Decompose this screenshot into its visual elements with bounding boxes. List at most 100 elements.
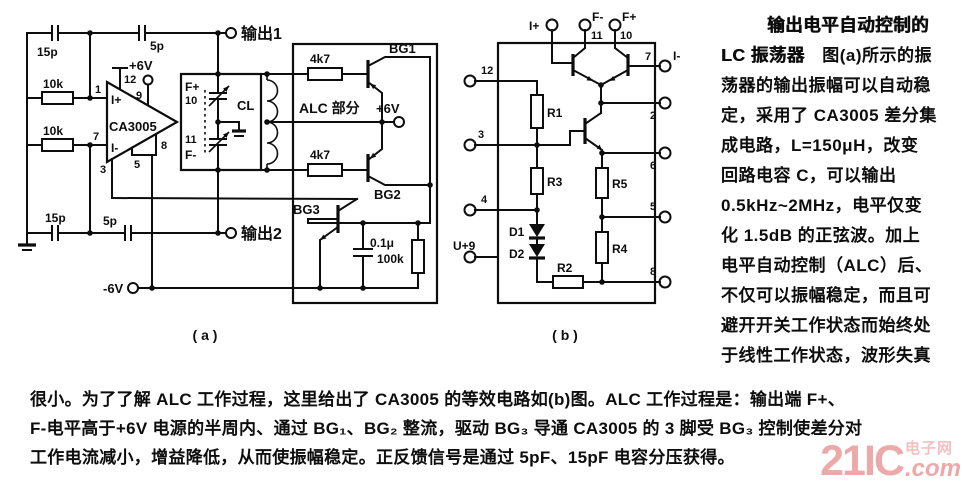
- terminal-4: [463, 203, 477, 217]
- terminal-f-minus: [578, 18, 592, 32]
- figure-a: 15p 5p 输出1 10k 10k I+ I- CA3: [18, 24, 439, 343]
- pin8-label: 8: [161, 140, 167, 152]
- body-line: 回路电容 C，可以输出: [721, 166, 897, 185]
- terminal-6: [658, 146, 672, 160]
- res-4k7-1-label: 4k7: [310, 52, 330, 66]
- cap-01u-label: 0.1μ: [370, 236, 394, 250]
- b-pin11-label: 11: [591, 30, 603, 42]
- terminal-plus6v-alc: [393, 116, 405, 128]
- bg2-label: BG2: [374, 187, 401, 202]
- body-line: 定，采用了 CA3005 差分集: [721, 106, 937, 125]
- b-r5-r4: R5 R4: [595, 150, 628, 285]
- body-line: 0.5kHz~2MHz，电平仅变: [721, 196, 923, 215]
- d1-label: D1: [509, 225, 525, 239]
- circuit-schematics: 15p 5p 输出1 10k 10k I+ I- CA3: [18, 10, 680, 343]
- cap-15p-top-label: 15p: [37, 45, 58, 59]
- b-r1-r3: R1 R3: [530, 80, 563, 213]
- entry-title-bold: LC 振荡器: [721, 45, 805, 65]
- terminal-8: [658, 275, 672, 289]
- terminal-2: [658, 96, 672, 110]
- body-line: 荡器的输出振幅可以自动稳: [721, 76, 931, 95]
- terminal-3: [463, 138, 477, 152]
- body-line: 电平自动控制（ALC）后、: [721, 256, 933, 275]
- pin10-label: 10: [185, 95, 197, 107]
- bottom-paragraph: 很小。为了了解 ALC 工作过程，这里给出了 CA3005 的等效电路如(b)图…: [30, 385, 960, 472]
- watermark-21ic: 21IC 电子网 .com: [820, 437, 961, 482]
- watermark-cn: 电子网: [904, 440, 953, 458]
- pin12-label: 12: [124, 74, 136, 86]
- body-line: 避开开关工作状态而始终处: [721, 316, 931, 335]
- b-diff-pair: [551, 29, 630, 114]
- terminal-plus6v-top: [142, 74, 154, 86]
- r3-label: R3: [547, 175, 563, 189]
- entry-title-line2: LC 振荡器 图(a)所示的振: [721, 40, 967, 71]
- terminal-i-minus: [658, 59, 672, 73]
- terminal-12: [463, 74, 477, 88]
- entry-title-line1: 输出电平自动控制的: [767, 15, 929, 35]
- input-resistors: 10k 10k: [26, 32, 108, 234]
- alc-section-label: ALC 部分: [299, 100, 360, 116]
- pin7-label: 7: [93, 131, 99, 143]
- output1-label: 输出1: [241, 24, 282, 43]
- bg3-label: BG3: [293, 202, 320, 217]
- ic-name-label: CA3005: [109, 119, 157, 134]
- d2-label: D2: [509, 247, 525, 261]
- feedback-row-top: 15p 5p 输出1: [26, 24, 282, 59]
- figure-a-caption: ( a ): [193, 327, 218, 343]
- feedback-row-bottom: 15p 5p 输出2: [26, 211, 282, 243]
- res-4k7-2-label: 4k7: [310, 148, 330, 162]
- bottom-line1: 很小。为了了解 ALC 工作过程，这里给出了 CA3005 的等效电路如(b)图…: [30, 390, 846, 409]
- equivalent-circuit-box: [496, 41, 657, 305]
- pin3-label: 3: [100, 164, 106, 176]
- terminal-i-plus: [545, 18, 559, 32]
- bottom-line2: F-电平高于+6V 电源的半周内、通过 BG₁、BG₂ 整流，驱动 BG₃ 导通…: [30, 419, 863, 438]
- r2-label: R2: [557, 261, 573, 275]
- terminal-minus6v: [127, 282, 139, 294]
- cap-5p-top-label: 5p: [150, 39, 164, 53]
- watermark-com: .com: [904, 455, 961, 482]
- input-plus-label: I+: [111, 93, 121, 107]
- b-pin10-label: 10: [620, 30, 632, 42]
- r5-label: R5: [612, 177, 628, 191]
- b-pin12-label: 12: [481, 65, 493, 77]
- pin5-label: 5: [134, 159, 140, 171]
- body-line: 不仅可以振幅稳定，而且可: [721, 286, 931, 305]
- b-pin5-label: 5: [650, 201, 656, 213]
- b-left-terminals: 12 3 4 U+9: [453, 65, 538, 264]
- bg1-label: BG1: [389, 41, 416, 56]
- b-top-terminals: I+ F- 11 F+ 10: [529, 10, 636, 42]
- minus6v-label: -6V: [103, 281, 124, 296]
- opamp-ca3005: I+ I- CA3005 1 7 12 +6V 9 3 5 8: [93, 58, 180, 289]
- cap-15p-bot-label: 15p: [45, 211, 66, 225]
- r4-label: R4: [612, 242, 628, 256]
- f-minus-label: F-: [185, 148, 196, 162]
- b-diodes: D1 D2 R2: [509, 209, 603, 289]
- b-pin6-label: 6: [650, 160, 656, 172]
- cl-label: CL: [237, 98, 254, 113]
- transistor-bg2: BG2: [366, 121, 431, 202]
- body-line: 于线性工作状态，波形失真: [721, 346, 931, 365]
- b-pin4-label: 4: [481, 194, 488, 206]
- b-pin7-label: 7: [645, 51, 651, 63]
- tank-ground: [217, 121, 246, 137]
- alc-box: ALC 部分 4k7 4k7 BG1: [291, 41, 439, 305]
- vee-rail: -6V: [103, 281, 419, 296]
- res-10k-2-label: 10k: [43, 124, 63, 138]
- right-text-column: 输出电平自动控制的 LC 振荡器 图(a)所示的振 荡器的输出振幅可以自动稳 定…: [721, 10, 967, 371]
- cap-01u: 0.1μ: [353, 222, 394, 289]
- plus6v-alc-label: +6V: [376, 101, 400, 116]
- terminal-output2: [225, 227, 237, 239]
- b-iplus-label: I+: [529, 19, 539, 33]
- input-minus-label: I-: [111, 141, 118, 155]
- body-line2: 图(a)所示的振: [822, 46, 932, 65]
- body-line: 化 1.5dB 的正弦波。加上: [721, 226, 921, 245]
- ground-rail: [18, 32, 36, 251]
- b-right-terminals: 7 I- 2 6 5 8: [600, 49, 680, 289]
- b-u9-label: U+9: [453, 239, 476, 253]
- terminal-output1: [225, 27, 237, 39]
- transistor-bg1: BG1: [366, 41, 431, 123]
- transistor-bg3: BG3: [293, 197, 359, 289]
- res-10k-1-label: 10k: [43, 77, 63, 91]
- r1-label: R1: [547, 106, 563, 120]
